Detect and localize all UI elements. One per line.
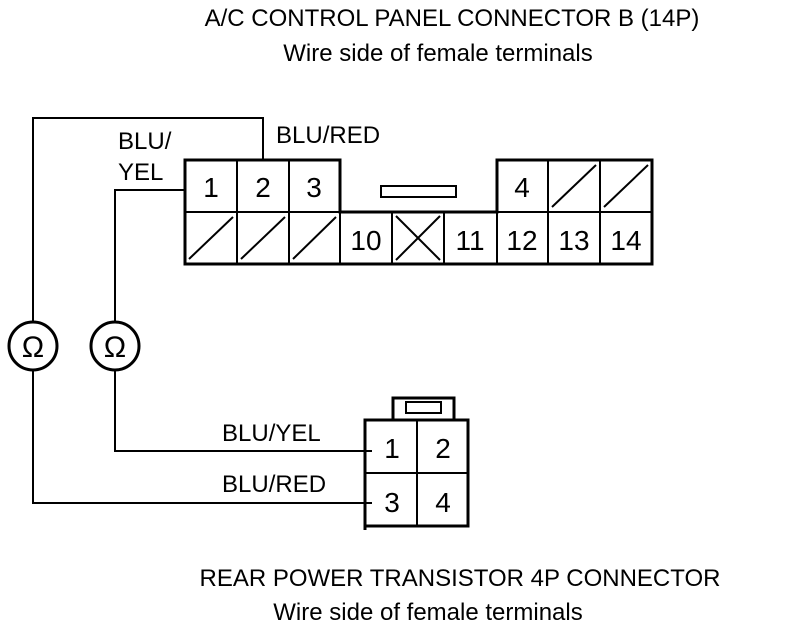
ohmmeter-left-circle: [7, 320, 59, 372]
wire-label-blu-yel-top-1: BLU/: [118, 128, 172, 155]
wire-label-blu-red-bottom: BLU/RED: [222, 471, 326, 498]
transistor-subtitle: Wire side of female terminals: [273, 599, 582, 626]
blocked-cavity: [395, 215, 441, 261]
empty-cavity: [292, 216, 337, 260]
ohmmeter-right-circle: [89, 320, 141, 372]
pin-3: 3: [306, 172, 322, 203]
transistor-pin-1: 1: [384, 433, 400, 464]
ohmmeter-left: Ω: [7, 320, 59, 372]
connector-b-subtitle: Wire side of female terminals: [283, 40, 592, 67]
wire-blu-red: [32, 117, 264, 322]
empty-cavity: [188, 216, 234, 260]
connector-b-title: A/C CONTROL PANEL CONNECTOR B (14P): [205, 5, 700, 32]
wire-blu-red-lower: [32, 370, 372, 504]
transistor-pin-2: 2: [435, 433, 451, 464]
pin-11: 11: [455, 225, 484, 256]
wire-label-blu-yel-top-2: YEL: [118, 159, 163, 186]
empty-cavity: [551, 164, 597, 208]
transistor-pin-4: 4: [435, 487, 451, 518]
pin-2: 2: [255, 172, 271, 203]
transistor-pin-3: 3: [384, 487, 400, 518]
pin-1: 1: [203, 172, 219, 203]
pin-4: 4: [514, 172, 530, 203]
wire-blu-yel: [114, 189, 185, 322]
wire-blu-yel-lower: [114, 370, 372, 452]
empty-cavity: [603, 164, 649, 208]
transistor-latch: [391, 396, 456, 420]
pin-14: 14: [610, 225, 641, 256]
ohmmeter-right: Ω: [89, 320, 141, 372]
wire-label-blu-yel-bottom: BLU/YEL: [222, 420, 321, 447]
ohm-icon: Ω: [104, 331, 126, 364]
pin-10: 10: [350, 225, 381, 256]
empty-cavity: [240, 216, 286, 260]
pin-12: 12: [506, 225, 537, 256]
connector-b-latch: [380, 185, 457, 198]
wire-label-blu-red-top: BLU/RED: [276, 122, 380, 149]
transistor-latch-inner: [405, 401, 442, 414]
pin-13: 13: [558, 225, 589, 256]
ohm-icon: Ω: [22, 331, 44, 364]
connector-b-14p: 1 2 3 4 10 11 12 13 14: [183, 158, 654, 266]
transistor-title: REAR POWER TRANSISTOR 4P CONNECTOR: [200, 565, 721, 592]
transistor-4p-connector: 1 2 3 4: [363, 396, 470, 530]
